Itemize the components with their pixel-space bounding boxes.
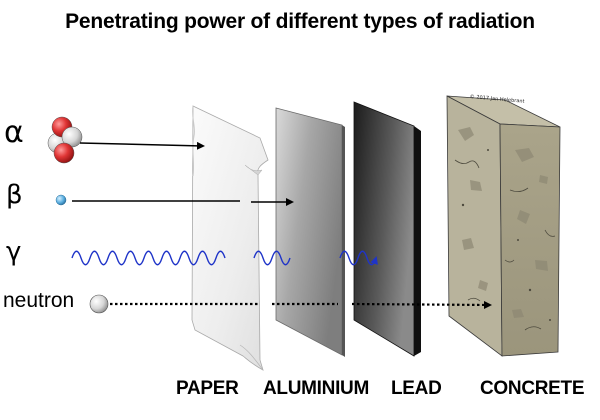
alpha-arrow xyxy=(79,141,205,150)
concrete-label: CONCRETE xyxy=(480,378,585,399)
gamma-label: γ xyxy=(6,237,22,267)
beta-label: β xyxy=(6,180,23,210)
alpha-particle xyxy=(47,116,83,164)
gamma-wave-segment-3 xyxy=(339,250,378,266)
paper-label: PAPER xyxy=(176,378,239,399)
neutron-label: neutron xyxy=(3,289,75,312)
lead-label: LEAD xyxy=(391,378,442,399)
concrete-block xyxy=(446,95,561,357)
gamma-wave-segment-1 xyxy=(71,250,226,266)
diagram-title: Penetrating power of different types of … xyxy=(65,10,535,33)
paper-sheet xyxy=(191,105,269,371)
beta-particle xyxy=(55,194,67,206)
neutron-particle xyxy=(89,294,109,314)
gamma-wave-segment-2 xyxy=(253,250,291,266)
neutron-path-segment-3 xyxy=(351,300,492,309)
aluminium-label: ALUMINIUM xyxy=(263,378,370,399)
alpha-label: α xyxy=(4,115,24,150)
lead-sheet xyxy=(353,101,421,357)
aluminium-sheet xyxy=(275,107,345,357)
